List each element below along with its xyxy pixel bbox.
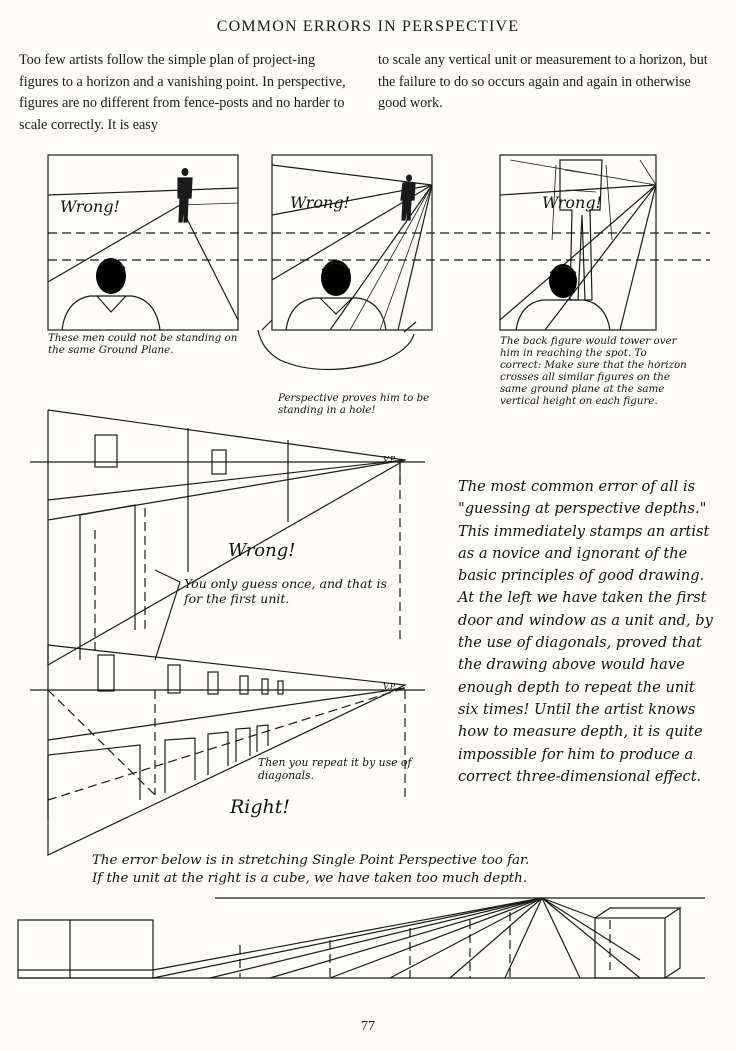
- depth-diagrams: [0, 0, 736, 460]
- bottom-cubes-illustration: [17, 897, 705, 979]
- panel-3-caption: The back figure would tower over him in …: [500, 335, 687, 407]
- panel-3-wrong-label: Wrong!: [542, 193, 602, 212]
- intro-text-left: Too few artists follow the simple plan o…: [19, 52, 346, 133]
- depth-diagrams-drawing: [30, 409, 425, 856]
- panel-2-wrong-label: Wrong!: [290, 193, 350, 212]
- depth-wrong-label: Wrong!: [228, 540, 296, 561]
- page-title: COMMON ERRORS IN PERSPECTIVE: [216, 18, 520, 35]
- right-label: Right!: [230, 796, 291, 818]
- bottom-note: The error below is in stretching Single …: [92, 852, 529, 887]
- vp-label-top: V.P.: [383, 455, 397, 464]
- panel-3-drawing: [499, 154, 657, 331]
- panel-2-drawing: [257, 154, 433, 371]
- main-explanation: The most common error of all is "guessin…: [458, 478, 713, 785]
- bottom-note-line-2: If the unit at the right is a cube, we h…: [92, 870, 528, 886]
- bottom-note-line-1: The error below is in stretching Single …: [92, 853, 530, 868]
- panel-1-caption: These men could not be standing on the s…: [48, 332, 238, 356]
- intro-text-right: to scale any vertical unit or measuremen…: [378, 52, 708, 111]
- panel-2-caption: Perspective proves him to be standing in…: [278, 392, 430, 416]
- panel-1-wrong-label: Wrong!: [60, 197, 120, 216]
- top-row-illustrations: [47, 154, 710, 371]
- panel-1-drawing: [47, 154, 239, 331]
- vp-label-bottom: V.P.: [383, 682, 397, 691]
- repeat-note: Then you repeat it by use of diagonals.: [258, 756, 412, 782]
- page-number: 77: [361, 1019, 375, 1034]
- guess-note: You only guess once, and that is for the…: [184, 576, 387, 606]
